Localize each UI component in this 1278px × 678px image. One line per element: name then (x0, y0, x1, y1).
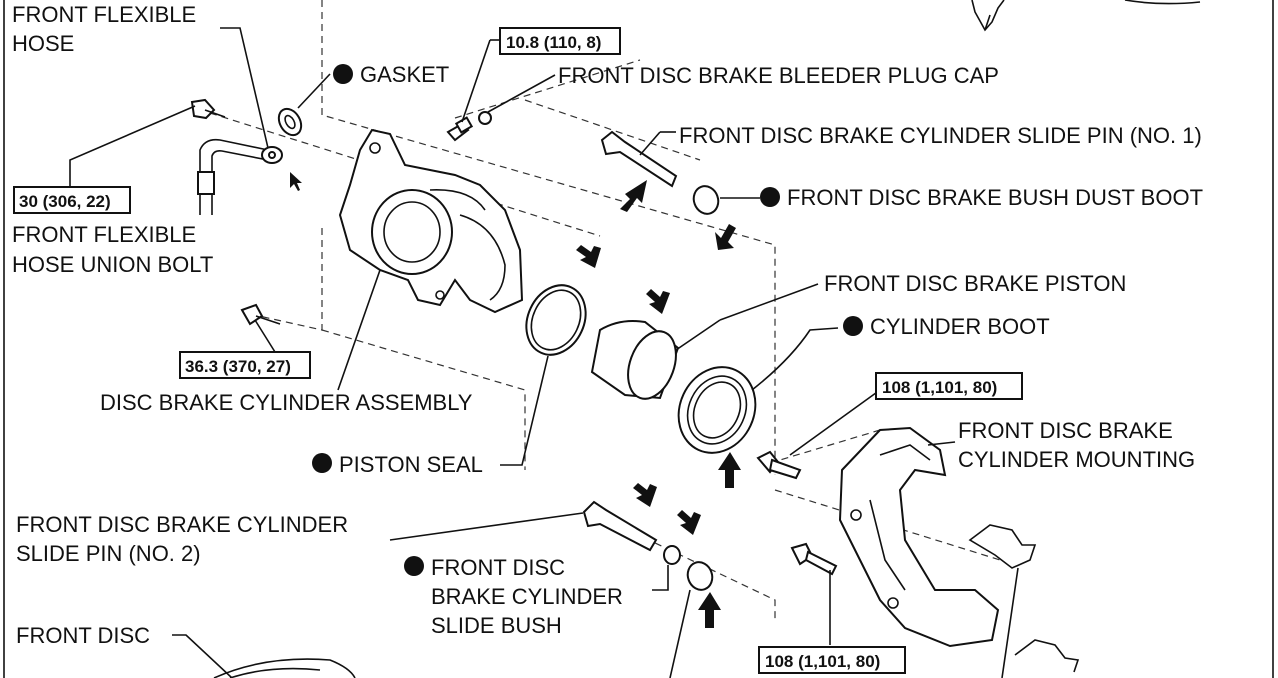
assembly-guide-lines (209, 0, 1001, 620)
label-slide-pin-no2-1: FRONT DISC BRAKE CYLINDER (16, 512, 348, 537)
pad-clip-parts (968, 524, 1080, 678)
torque-union-bolt: 30 (306, 22) (19, 192, 111, 211)
grease-arrow-icon (576, 245, 601, 268)
label-union-bolt-1: FRONT FLEXIBLE (12, 222, 196, 247)
grease-arrows (576, 180, 741, 628)
label-bleeder-plug-cap: FRONT DISC BRAKE BLEEDER PLUG CAP (558, 63, 999, 88)
cylinder-bolt-part (240, 303, 281, 353)
torque-mount-upper: 108 (1,101, 80) (882, 378, 997, 397)
label-front-flexible-hose-2: HOSE (12, 31, 74, 56)
torque-mount-lower: 108 (1,101, 80) (765, 652, 880, 671)
label-piston-seal: PISTON SEAL (339, 452, 483, 477)
bush-dust-boot-part (692, 185, 760, 215)
union-bolt-part (190, 98, 226, 120)
piston-part (590, 283, 819, 400)
caliper-body-part (337, 128, 524, 391)
flexible-hose-part (197, 138, 302, 215)
grease-arrow-icon (646, 289, 670, 314)
grease-arrow-icon (718, 452, 741, 488)
grease-arrow-icon (715, 224, 736, 250)
label-cylinder-mounting-2: CYLINDER MOUNTING (958, 447, 1195, 472)
non-reusable-icon (760, 187, 780, 207)
torque-cylinder-bolt: 36.3 (370, 27) (185, 357, 291, 376)
torque-box (758, 646, 906, 674)
torque-specs: 10.8 (110, 8) 30 (306, 22) 36.3 (370, 27… (13, 27, 1023, 674)
torque-box (179, 351, 311, 379)
label-cylinder-assembly: DISC BRAKE CYLINDER ASSEMBLY (100, 390, 473, 415)
label-cylinder-boot: CYLINDER BOOT (870, 314, 1050, 339)
grease-arrow-icon (698, 592, 721, 628)
non-reusable-icon (404, 556, 424, 576)
grease-arrow-icon (633, 483, 657, 507)
grease-arrow-icon (677, 510, 701, 535)
slide-pin-no1-part (600, 130, 678, 188)
label-union-bolt-2: HOSE UNION BOLT (12, 252, 213, 277)
torque-box (499, 27, 621, 55)
non-reusable-icon (843, 316, 863, 336)
label-slide-bush-3: SLIDE BUSH (431, 613, 562, 638)
grease-arrow-icon (620, 180, 647, 212)
torque-box (875, 372, 1023, 400)
front-disc-part (172, 634, 356, 678)
label-front-disc: FRONT DISC (16, 623, 150, 648)
torque-box (13, 186, 131, 214)
label-front-flexible-hose-1: FRONT FLEXIBLE (12, 2, 196, 27)
leader-lines (69, 27, 269, 187)
non-reusable-icon (312, 453, 332, 473)
torque-bleeder: 10.8 (110, 8) (506, 33, 601, 52)
label-cylinder-mounting-1: FRONT DISC BRAKE (958, 418, 1173, 443)
label-bush-dust-boot: FRONT DISC BRAKE BUSH DUST BOOT (787, 185, 1203, 210)
partial-component-icon (971, 0, 1201, 32)
label-gasket: GASKET (360, 62, 449, 87)
cylinder-mounting-part (838, 426, 1000, 648)
slide-bush-part (652, 545, 714, 678)
label-slide-pin-no1: FRONT DISC BRAKE CYLINDER SLIDE PIN (NO.… (679, 123, 1202, 148)
mounting-bolt-upper-part (756, 389, 881, 480)
non-reusable-icon (333, 64, 353, 84)
label-piston: FRONT DISC BRAKE PISTON (824, 271, 1126, 296)
cylinder-boot-part (677, 327, 839, 454)
slide-pin-no2-part (389, 500, 658, 552)
mounting-bolt-lower-part (790, 542, 838, 645)
label-slide-bush-2: BRAKE CYLINDER (431, 584, 623, 609)
piston-seal-part (500, 284, 587, 466)
part-labels: FRONT FLEXIBLE HOSE GASKET FRONT DISC BR… (12, 2, 1203, 648)
gasket-part (277, 73, 331, 137)
label-slide-bush-1: FRONT DISC (431, 555, 565, 580)
label-slide-pin-no2-2: SLIDE PIN (NO. 2) (16, 541, 201, 566)
